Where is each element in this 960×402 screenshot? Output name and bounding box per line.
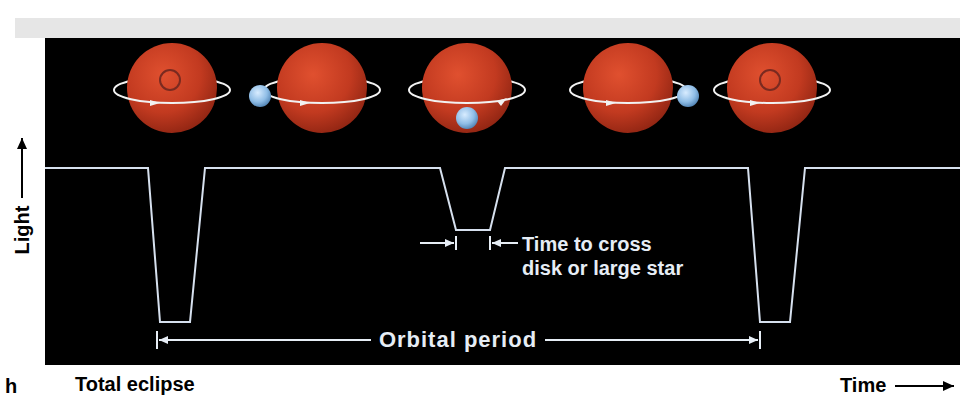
binary-star <box>249 43 380 133</box>
crossing-time-label: Time to cross disk or large star <box>522 232 694 280</box>
binary-star <box>570 43 699 133</box>
caption-label: Total eclipse <box>75 372 195 396</box>
panel-letter: h <box>5 374 17 398</box>
axis-label: Time <box>840 373 886 397</box>
time-axis-arrow <box>895 385 954 387</box>
binary-star <box>714 43 830 133</box>
light-curve <box>45 168 960 322</box>
binary-star <box>114 43 230 133</box>
binary-star <box>409 43 525 133</box>
light-axis-arrow <box>21 138 23 198</box>
axis-label: Light <box>10 206 34 255</box>
period-label: Orbital period <box>371 327 545 353</box>
panel <box>45 38 960 365</box>
top-strip <box>15 18 960 38</box>
crossing-time-arrows <box>420 236 518 250</box>
